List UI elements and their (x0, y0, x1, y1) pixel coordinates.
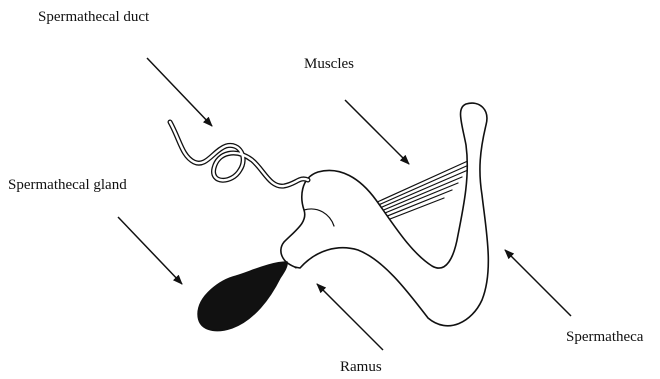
arrow-spermathecal-duct (147, 58, 212, 126)
spermathecal-gland (198, 262, 287, 331)
label-spermathecal-gland: Spermathecal gland (8, 177, 127, 193)
arrow-spermathecal-gland (118, 217, 182, 284)
label-spermathecal-duct: Spermathecal duct (38, 9, 150, 25)
spermatheca-body (281, 103, 488, 326)
label-ramus: Ramus (340, 359, 382, 375)
arrow-muscles (345, 100, 409, 164)
spermathecal-duct-inner (170, 122, 308, 186)
label-spermatheca: Spermatheca (566, 329, 644, 345)
arrow-ramus (317, 284, 383, 350)
label-muscles: Muscles (304, 56, 354, 72)
arrow-spermatheca (505, 250, 571, 316)
